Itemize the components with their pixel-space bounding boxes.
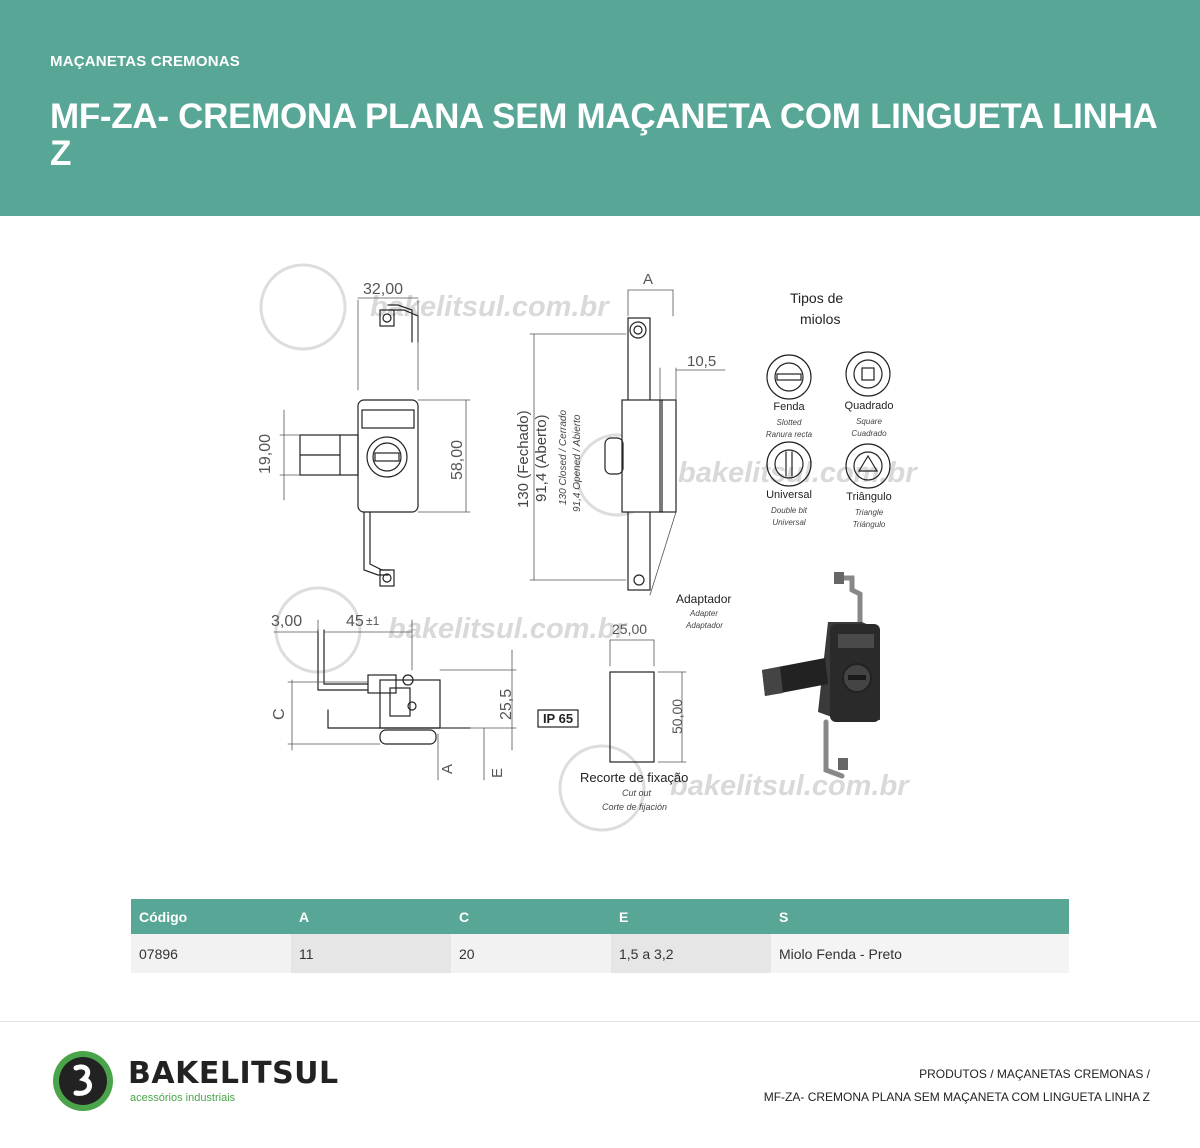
- side-view: [604, 317, 677, 591]
- cell-s: Miolo Fenda - Preto: [771, 934, 1069, 973]
- cylinder-name-en: Triangle: [855, 508, 884, 517]
- dim-height-open-translation: 91,4 Opened / Abierto: [572, 414, 583, 512]
- logo-mark-icon: [53, 1051, 113, 1111]
- cell-c: 20: [451, 934, 611, 973]
- slotted-icon: [766, 354, 812, 400]
- header-e: E: [611, 899, 771, 934]
- dim-height-handle: 19,00: [257, 434, 274, 474]
- technical-drawing: bakelitsul.com.br bakelitsul.com.br bake…: [240, 250, 970, 850]
- page-title: MF-ZA- CREMONA PLANA SEM MAÇANETA COM LI…: [50, 97, 1157, 173]
- header-a: A: [291, 899, 451, 934]
- cylinder-types-title-line2: miolos: [800, 311, 840, 327]
- table-row: 07896 11 20 1,5 a 3,2 Miolo Fenda - Pret…: [131, 934, 1069, 973]
- adapter-label: Adaptador: [676, 592, 731, 606]
- cutout-view: [609, 671, 655, 763]
- double-bit-icon: [766, 441, 812, 487]
- watermark-text: bakelitsul.com.br: [388, 613, 628, 645]
- dim-height-open: 91,4 (Aberto): [533, 414, 550, 502]
- footer-divider: [0, 1021, 1200, 1022]
- cutout-width-label: 25,00: [612, 621, 647, 637]
- cylinder-name-en: Double bit: [771, 506, 808, 515]
- header-codigo: Código: [131, 899, 291, 934]
- adapter-label-es: Adaptador: [685, 621, 723, 630]
- dim-45-label: 45: [346, 613, 364, 630]
- cylinder-name-es: Ranura recta: [766, 430, 813, 439]
- dim-height-closed: 130 (Fechado): [515, 410, 532, 508]
- dim-25-5-label: 25,5: [498, 689, 515, 720]
- dim-width-top: 32,00: [363, 281, 403, 298]
- breadcrumb-current: MF-ZA- CREMONA PLANA SEM MAÇANETA COM LI…: [763, 1090, 1150, 1104]
- cylinder-name-en: Square: [856, 417, 882, 426]
- logo-tagline: acessórios industriais: [130, 1092, 236, 1104]
- bottom-view-dimension-lines: [273, 619, 517, 781]
- product-render: [762, 572, 880, 779]
- watermarks: bakelitsul.com.br bakelitsul.com.br bake…: [370, 291, 918, 802]
- cylinder-name-es: Cuadrado: [851, 429, 887, 438]
- ip-rating: IP 65: [543, 711, 573, 726]
- watermark-logos: [259, 263, 659, 832]
- dim-height-closed-translation: 130 Closed / Cerrado: [558, 410, 569, 505]
- category-label[interactable]: MAÇANETAS CREMONAS: [50, 53, 240, 70]
- cylinder-name-en: Slotted: [777, 418, 802, 427]
- cutout-dimension-lines: [609, 639, 687, 763]
- cylinder-icons: [766, 351, 891, 489]
- side-view-dimension-lines: [529, 289, 726, 596]
- cylinder-name: Fenda: [773, 401, 805, 413]
- ip-rating-box: [537, 709, 579, 728]
- cylinder-labels: Fenda Slotted Ranura recta Quadrado Squa…: [766, 400, 894, 529]
- dim-height-body: 58,00: [449, 440, 466, 480]
- dim-3-label: 3,00: [271, 613, 302, 630]
- cutout-label-en: Cut out: [622, 788, 652, 798]
- logo-name: BAKELITSUL: [128, 1056, 339, 1091]
- page-header: MAÇANETAS CREMONAS MF-ZA- CREMONA PLANA …: [0, 0, 1200, 216]
- watermark-text: bakelitsul.com.br: [670, 770, 910, 802]
- square-icon: [845, 351, 891, 397]
- cylinder-name: Universal: [766, 489, 812, 501]
- logo[interactable]: BAKELITSUL acessórios industriais: [52, 1050, 338, 1111]
- dim-e-label: E: [489, 768, 506, 778]
- dim-10-5-label: 10,5: [687, 353, 716, 370]
- cylinder-name: Quadrado: [845, 400, 894, 412]
- spec-table: Código A C E S 07896 11 20 1,5 a 3,2 Mio…: [131, 899, 1069, 973]
- triangle-icon: [845, 443, 891, 489]
- watermark-text: bakelitsul.com.br: [370, 291, 610, 323]
- cutout-height-label: 50,00: [669, 699, 685, 734]
- cylinder-name-es: Triángulo: [853, 520, 886, 529]
- bottom-view: [317, 629, 471, 745]
- header-s: S: [771, 899, 1069, 934]
- adapter-label-en: Adapter: [689, 609, 718, 618]
- cell-e: 1,5 a 3,2: [611, 934, 771, 973]
- header-c: C: [451, 899, 611, 934]
- cylinder-types-title: Tipos de: [790, 290, 843, 306]
- cylinder-name-es: Universal: [772, 518, 806, 527]
- cell-a: 11: [291, 934, 451, 973]
- dim-c-label: C: [271, 708, 288, 720]
- dim-a-label: A: [643, 271, 653, 288]
- dim-a-bottom-label: A: [439, 764, 456, 774]
- cylinder-name: Triângulo: [846, 491, 891, 503]
- cell-codigo: 07896: [131, 934, 291, 973]
- breadcrumb-parents[interactable]: PRODUTOS / MAÇANETAS CREMONAS /: [919, 1067, 1150, 1081]
- table-header-row: Código A C E S: [131, 899, 1069, 934]
- breadcrumb: PRODUTOS / MAÇANETAS CREMONAS / MF-ZA- C…: [764, 1063, 1150, 1109]
- front-view-dimension-lines: [279, 297, 471, 513]
- front-view: [299, 304, 419, 587]
- cutout-label: Recorte de fixação: [580, 770, 688, 785]
- dim-45-tolerance: ±1: [366, 614, 380, 628]
- cutout-label-es: Corte de fijación: [602, 802, 667, 812]
